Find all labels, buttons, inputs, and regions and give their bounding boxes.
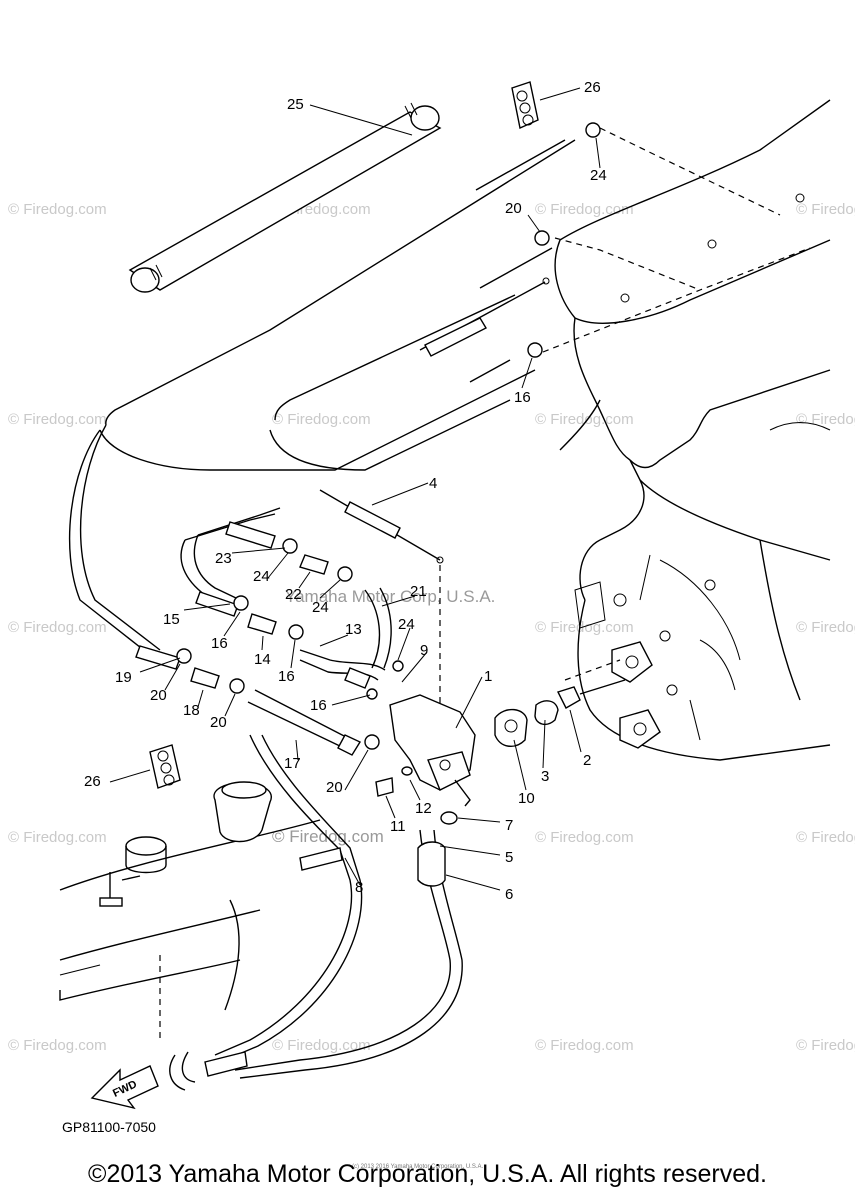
- callout-24-mid: 24: [312, 599, 329, 616]
- watermark: © Firedog.com: [535, 619, 634, 636]
- callout-15: 15: [163, 611, 180, 628]
- callout-10: 10: [518, 790, 535, 807]
- callout-12: 12: [415, 800, 432, 817]
- callout-4: 4: [429, 475, 437, 492]
- fine-print: (c) 2013 2016 Yamaha Motor Corporation, …: [352, 1164, 484, 1170]
- callout-20-mid: 20: [210, 714, 227, 731]
- callouts: 1 2 3 4 5 6 7 8 9 10 11 12 13 14 15 16 1…: [84, 79, 607, 903]
- watermark-layer: © Firedog.com © Firedog.com © Firedog.co…: [8, 201, 855, 1054]
- callout-20-left: 20: [150, 687, 167, 704]
- fuel-cock: [375, 679, 626, 825]
- callout-16-upper: 16: [514, 389, 531, 406]
- callout-8: 8: [355, 879, 363, 896]
- watermark: © Firedog.com: [535, 201, 634, 218]
- callout-26-upper: 26: [584, 79, 601, 96]
- copyright-notice: ©2013 Yamaha Motor Corporation, U.S.A. A…: [88, 1160, 767, 1188]
- watermark: © Firedog.com: [796, 411, 855, 428]
- callout-20-lower: 20: [326, 779, 343, 796]
- watermark: © Firedog.com: [535, 829, 634, 846]
- callout-19: 19: [115, 669, 132, 686]
- callout-7: 7: [505, 817, 513, 834]
- callout-16-mid: 16: [278, 668, 295, 685]
- engine-block: [554, 99, 831, 761]
- tube-segments: [135, 521, 446, 1077]
- watermark: © Firedog.com: [796, 619, 855, 636]
- watermark-center: © Firedog.com: [272, 827, 384, 846]
- watermark: © Firedog.com: [535, 411, 634, 428]
- clamps: [176, 122, 601, 750]
- hoses: [68, 139, 576, 1091]
- guide-lines: [159, 127, 811, 1040]
- fuel-tank: [59, 781, 321, 1011]
- callout-2: 2: [583, 752, 591, 769]
- hose-clip: [149, 81, 539, 789]
- watermark: © Firedog.com: [8, 1037, 107, 1054]
- callout-6: 6: [505, 886, 513, 903]
- joint-fittings: [190, 554, 329, 689]
- watermark: © Firedog.com: [8, 619, 107, 636]
- callout-24-upper: 24: [590, 167, 607, 184]
- callout-18: 18: [183, 702, 200, 719]
- callout-24-right: 24: [398, 616, 415, 633]
- cables: [319, 277, 550, 564]
- watermark: © Firedog.com: [535, 1037, 634, 1054]
- callout-9: 9: [420, 642, 428, 659]
- callout-24-left: 24: [253, 568, 270, 585]
- watermark: © Firedog.com: [272, 1037, 371, 1054]
- watermark: © Firedog.com: [8, 411, 107, 428]
- callout-3: 3: [541, 768, 549, 785]
- watermark: © Firedog.com: [796, 829, 855, 846]
- callout-20-upper: 20: [505, 200, 522, 217]
- callout-17: 17: [284, 755, 301, 772]
- callout-14: 14: [254, 651, 271, 668]
- watermark: © Firedog.com: [796, 201, 855, 218]
- callout-22: 22: [285, 586, 302, 603]
- callout-23: 23: [215, 550, 232, 567]
- watermark: © Firedog.com: [8, 829, 107, 846]
- leader-lines: [109, 87, 601, 891]
- watermark: © Firedog.com: [272, 411, 371, 428]
- watermark: © Firedog.com: [796, 1037, 855, 1054]
- callout-13: 13: [345, 621, 362, 638]
- center-watermark: Yamaha Motor Corp, U.S.A.: [285, 587, 495, 606]
- callout-11: 11: [390, 818, 406, 835]
- part-25-tube: [128, 102, 442, 293]
- callout-16-left: 16: [211, 635, 228, 652]
- callout-1: 1: [484, 668, 492, 685]
- callout-16-lower: 16: [310, 697, 327, 714]
- callout-26-lower: 26: [84, 773, 101, 790]
- watermark: © Firedog.com: [8, 201, 107, 218]
- fwd-arrow: FWD: [90, 1065, 159, 1110]
- part-number: GP81100-7050: [62, 1119, 156, 1135]
- callout-5: 5: [505, 849, 513, 866]
- callout-25: 25: [287, 96, 304, 113]
- callout-21: 21: [410, 583, 427, 600]
